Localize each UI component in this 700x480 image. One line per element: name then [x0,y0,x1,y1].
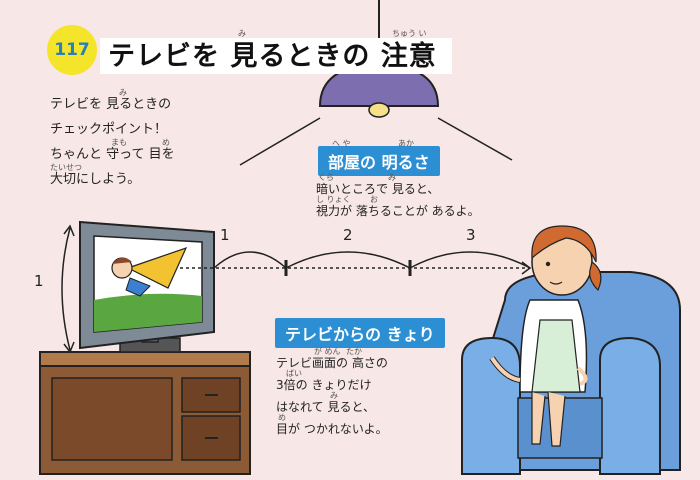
tv-stand [39,351,251,475]
page-number-badge: 117 [47,25,97,75]
title-band [100,38,452,74]
note-line: 暗いところで 見ると、 [316,182,440,196]
distance-mark: 2 [343,226,353,244]
intro-line: チェックポイント！ [50,122,168,137]
intro-ruby-mamo: まも [111,138,127,147]
room-note-ruby-shiryoku: し りょく [316,195,351,204]
intro-line: テレビを 見るときの [50,97,172,112]
page-number: 117 [54,40,90,60]
room-note-ruby-o: お [370,195,378,204]
girl-watching [489,225,602,447]
note-line: 目が つかれないよ。 [276,422,388,436]
note-line: テレビ画面の 高さの [276,356,388,370]
television [79,220,215,353]
tv-distance-note: テレビ画面の 高さの 3倍の きょりだけ はなれて 見ると、 目が つかれないよ… [276,352,388,440]
note-line: 視力が 落ちることが あるよ。 [316,204,480,218]
room-brightness-label: 部屋の 明るさ [318,146,440,176]
intro-ruby-mi: み [119,88,127,97]
tv-note-ruby-taka: たか [346,347,362,356]
note-line: 3倍の きょりだけ [276,378,372,392]
tv-note-ruby-gamen: が めん [314,347,341,356]
title-ruby-chuui: ちゅう い [392,29,427,38]
page-title: テレビを 見るときの 注意 [108,41,437,72]
tv-distance-label: テレビからの きょり [275,318,445,348]
tv-note-ruby-mi: み [330,391,338,400]
room-ruby-heya: へ や [332,139,351,148]
intro-ruby-taisetsu: たいせつ [50,163,82,172]
room-brightness-note: 暗いところで 見ると、 視力が 落ちることが あるよ。 [316,178,480,222]
room-note-ruby-mi: み [388,173,396,182]
tv-note-ruby-bai: ばい [286,369,302,378]
intro-line: 大切にしよう。 [50,172,141,187]
tv-note-ruby-me: め [278,413,286,422]
distance-mark: 1 [220,226,230,244]
room-ruby-aka: あか [398,139,414,148]
screen-height-number: 1 [34,272,44,290]
ceiling-lamp [239,0,513,166]
intro-text: テレビを 見るときの チェックポイント！ ちゃんと 守って 目を 大切にしよう。 [50,92,175,192]
intro-ruby-me: め [162,138,170,147]
intro-line: ちゃんと 守って 目を [50,147,175,162]
note-line: はなれて 見ると、 [276,400,375,414]
screen-height-arrow [61,224,75,354]
title-ruby-mi: み [238,29,246,38]
room-note-ruby-kura: くら [318,173,334,182]
distance-mark: 3 [466,226,476,244]
distance-line [180,251,532,276]
